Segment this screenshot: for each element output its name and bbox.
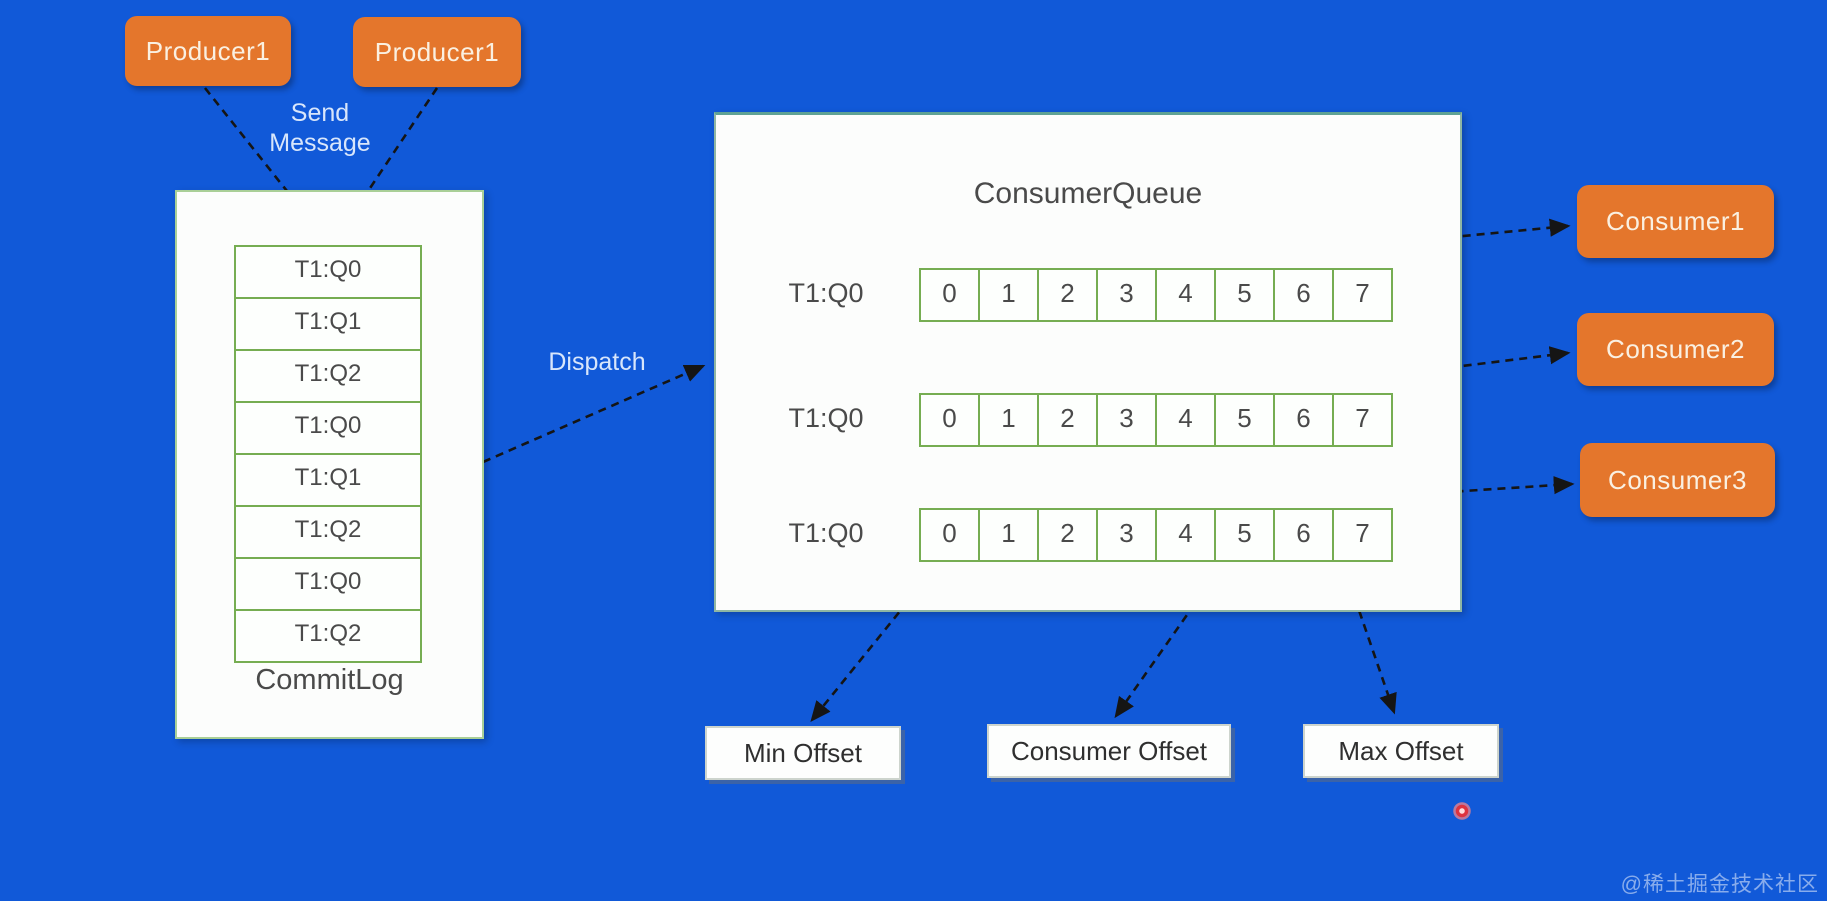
dispatch-label: Dispatch <box>548 348 646 376</box>
queue-cell: 6 <box>1273 508 1334 562</box>
producer-box-2-label: Producer1 <box>374 36 500 67</box>
queue-cell: 4 <box>1155 508 1216 562</box>
queue-cell: 2 <box>1037 508 1098 562</box>
queue-cell: 5 <box>1214 268 1275 322</box>
send-message-line1: Send <box>290 99 350 127</box>
commitlog-row: T1:Q0 <box>234 245 422 299</box>
consumer-queue-title: ConsumerQueue <box>973 177 1203 210</box>
consumer-queue-panel: ConsumerQueue T1:Q0 0 1 2 3 4 5 6 7 T1:Q… <box>714 112 1462 612</box>
queue-cell: 0 <box>919 268 980 322</box>
queue-cell: 2 <box>1037 393 1098 447</box>
queue-cell: 5 <box>1214 393 1275 447</box>
consumer-box-1: Consumer1 <box>1577 185 1774 258</box>
consumer-box-1-label: Consumer1 <box>1606 206 1745 236</box>
queue-cell: 4 <box>1155 268 1216 322</box>
queue-cell: 1 <box>978 268 1039 322</box>
consumer-offset-box: Consumer Offset <box>987 724 1231 778</box>
producer-box-1: Producer1 <box>125 16 291 86</box>
queue-cell: 3 <box>1096 268 1157 322</box>
commitlog-rows: T1:Q0 T1:Q1 T1:Q2 T1:Q0 T1:Q1 T1:Q2 T1:Q… <box>234 245 422 663</box>
commitlog-row: T1:Q2 <box>234 349 422 403</box>
min-offset-label: Min Offset <box>743 737 862 768</box>
consumer-box-3: Consumer3 <box>1580 443 1775 517</box>
commitlog-row: T1:Q0 <box>234 401 422 455</box>
consumer-box-2-label: Consumer2 <box>1606 334 1745 364</box>
queue-cell: 1 <box>978 508 1039 562</box>
commitlog-row: T1:Q2 <box>234 609 422 663</box>
queue-cell: 5 <box>1214 508 1275 562</box>
queue-cell: 6 <box>1273 268 1334 322</box>
queue-cell: 4 <box>1155 393 1216 447</box>
consumer-offset-label: Consumer Offset <box>1010 735 1208 766</box>
queue-cell: 0 <box>919 508 980 562</box>
queue-cell: 2 <box>1037 268 1098 322</box>
producer-box-1-label: Producer1 <box>145 35 271 66</box>
queue-cell: 7 <box>1332 508 1393 562</box>
queue-cell: 1 <box>978 393 1039 447</box>
producer-box-2: Producer1 <box>353 17 521 87</box>
commitlog-title: CommitLog <box>255 664 404 696</box>
queue-cell: 7 <box>1332 393 1393 447</box>
red-dot-marker <box>1453 802 1471 820</box>
commitlog-panel: T1:Q0 T1:Q1 T1:Q2 T1:Q0 T1:Q1 T1:Q2 T1:Q… <box>175 190 484 739</box>
queue-row2-cells: 0 1 2 3 4 5 6 7 <box>919 393 1393 447</box>
commitlog-row: T1:Q2 <box>234 505 422 559</box>
commitlog-row: T1:Q1 <box>234 297 422 351</box>
consumer-box-3-label: Consumer3 <box>1608 464 1747 495</box>
queue-row1-label: T1:Q0 <box>788 278 864 308</box>
queue-cell: 0 <box>919 393 980 447</box>
queue-cell: 6 <box>1273 393 1334 447</box>
watermark-text: @稀土掘金技术社区 <box>1620 873 1819 896</box>
commitlog-row: T1:Q0 <box>234 557 422 611</box>
queue-row3-cells: 0 1 2 3 4 5 6 7 <box>919 508 1393 562</box>
max-offset-label: Max Offset <box>1338 735 1464 766</box>
queue-row2-label: T1:Q0 <box>788 403 864 433</box>
consumer-box-2: Consumer2 <box>1577 313 1774 386</box>
queue-row3-label: T1:Q0 <box>788 518 864 548</box>
queue-row1-cells: 0 1 2 3 4 5 6 7 <box>919 268 1393 322</box>
queue-cell: 7 <box>1332 268 1393 322</box>
queue-cell: 3 <box>1096 393 1157 447</box>
send-message-label: Send Message <box>235 98 405 158</box>
send-message-line2: Message <box>269 129 371 157</box>
min-offset-box: Min Offset <box>705 726 901 780</box>
queue-cell: 3 <box>1096 508 1157 562</box>
commitlog-row: T1:Q1 <box>234 453 422 507</box>
arrow-dispatch <box>482 364 706 464</box>
max-offset-box: Max Offset <box>1303 724 1499 778</box>
